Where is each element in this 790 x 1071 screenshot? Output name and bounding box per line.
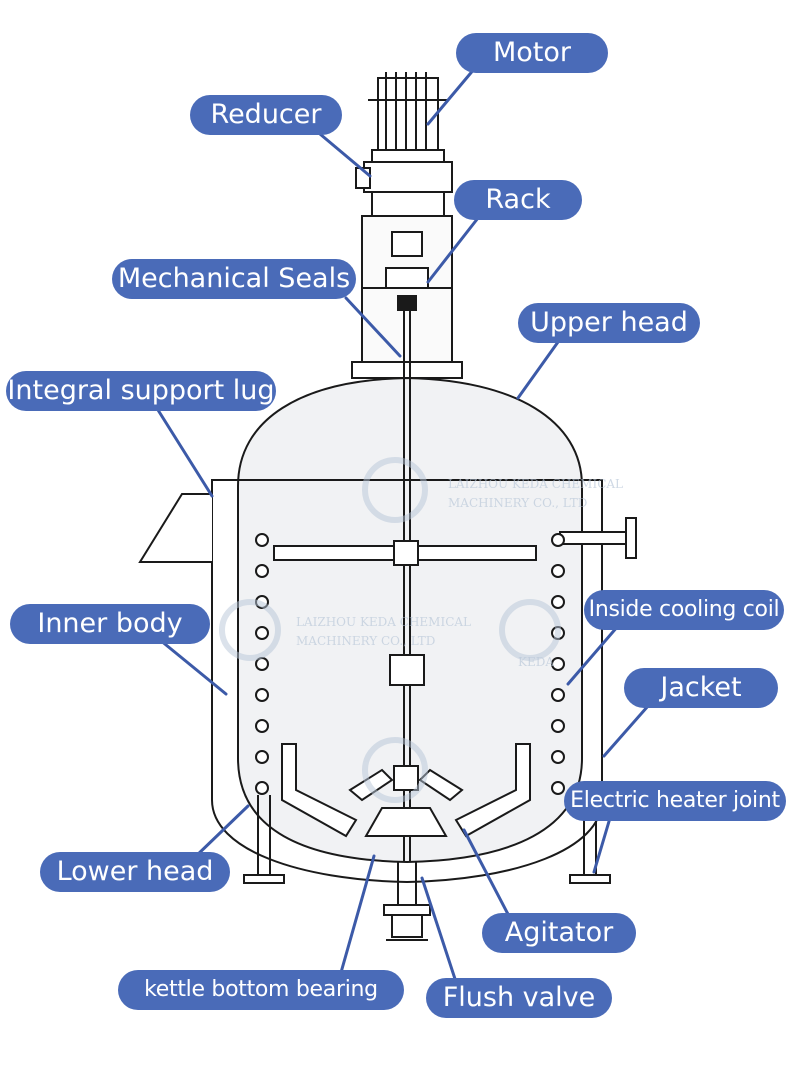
- watermark-text-4: MACHINERY CO., LTD: [296, 634, 435, 648]
- coil-dot: [255, 626, 269, 640]
- callout-reducer: Reducer: [190, 95, 342, 135]
- callout-electric-heater-joint: Electric heater joint: [564, 781, 786, 821]
- callout-upper-head: Upper head: [518, 303, 700, 343]
- coil-dot: [255, 719, 269, 733]
- motor-drawing: [368, 72, 448, 163]
- watermark-text-1: LAIZHOU KEDA CHEMICAL: [448, 477, 623, 491]
- watermark-text-3: LAIZHOU KEDA CHEMICAL: [296, 615, 471, 629]
- callout-inner-body: Inner body: [10, 604, 210, 644]
- rack-drawing: [351, 215, 463, 379]
- callout-mechanical-seals: Mechanical Seals: [112, 259, 356, 299]
- coil-dot: [551, 533, 565, 547]
- callout-motor: Motor: [456, 33, 608, 73]
- coil-dot: [551, 781, 565, 795]
- callout-flush-valve: Flush valve: [426, 978, 612, 1018]
- leader-lines: [156, 60, 650, 984]
- coil-dot: [551, 595, 565, 609]
- coil-dot: [551, 657, 565, 671]
- callout-lower-head: Lower head: [40, 852, 230, 892]
- callout-inside-cooling-coil: Inside cooling coil: [584, 590, 784, 630]
- callout-integral-support-lug: Integral support lug: [6, 371, 276, 411]
- coil-dot: [551, 564, 565, 578]
- coil-dot: [551, 688, 565, 702]
- bottom-valve-drawing: [383, 862, 431, 941]
- coil-dot: [255, 781, 269, 795]
- jacket-drawing: [211, 479, 603, 884]
- coil-dot: [255, 533, 269, 547]
- callout-kettle-bottom-bearing: kettle bottom bearing: [118, 970, 404, 1010]
- reducer-drawing: [355, 161, 453, 217]
- watermark-text-2: MACHINERY CO., LTD: [448, 496, 587, 510]
- coil-dot: [551, 719, 565, 733]
- coil-dot: [255, 688, 269, 702]
- coil-dot: [255, 564, 269, 578]
- callout-agitator: Agitator: [482, 913, 636, 953]
- coil-dot: [551, 750, 565, 764]
- legs-drawing: [243, 795, 611, 884]
- support-lug-drawing: [138, 493, 212, 563]
- watermark-logos: [219, 457, 561, 803]
- callout-rack: Rack: [454, 180, 582, 220]
- coil-dot: [255, 750, 269, 764]
- callout-jacket: Jacket: [624, 668, 778, 708]
